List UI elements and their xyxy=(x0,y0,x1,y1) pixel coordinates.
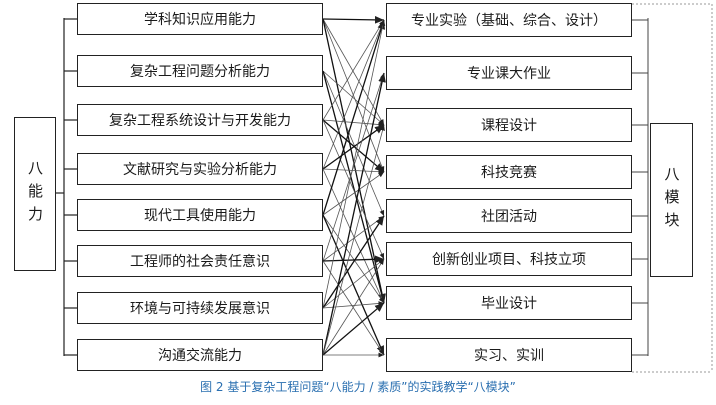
connection-arrow xyxy=(322,70,385,217)
eight-modules-label: 八模块 xyxy=(662,165,681,235)
module-box-6: 创新创业项目、科技立项 xyxy=(386,242,632,276)
connection-arrow xyxy=(322,214,385,356)
ability-label: 学科知识应用能力 xyxy=(144,12,256,28)
connection-arrow xyxy=(322,302,385,356)
connection-arrow xyxy=(322,18,386,304)
connection-arrow xyxy=(322,260,385,356)
module-box-7: 毕业设计 xyxy=(386,286,632,320)
connection-arrow xyxy=(322,19,385,170)
module-label: 专业实验（基础、综合、设计） xyxy=(411,13,607,29)
ability-label: 工程师的社会责任意识 xyxy=(130,254,270,270)
module-label: 科技竞赛 xyxy=(481,165,537,181)
module-box-4: 科技竞赛 xyxy=(386,155,632,189)
ability-label: 环境与可持续发展意识 xyxy=(130,301,270,317)
ability-label: 复杂工程问题分析能力 xyxy=(130,64,270,80)
connection-arrow xyxy=(322,124,385,170)
figure-caption: 图 2 基于复杂工程问题“八能力 / 素质”的实践教学“八模块” xyxy=(200,380,516,394)
connection-arrow xyxy=(322,19,386,309)
module-label: 专业课大作业 xyxy=(467,66,551,82)
connection-arrow xyxy=(322,19,386,216)
connection-arrow xyxy=(322,124,385,356)
ability-box-6: 工程师的社会责任意识 xyxy=(77,245,323,277)
ability-box-1: 学科知识应用能力 xyxy=(77,3,323,35)
ability-label: 文献研究与实验分析能力 xyxy=(123,162,277,178)
module-label: 社团活动 xyxy=(481,209,537,225)
connection-arrow xyxy=(322,15,385,24)
connection-arrow xyxy=(322,119,385,127)
ability-label: 沟通交流能力 xyxy=(158,348,242,364)
module-box-5: 社团活动 xyxy=(386,199,632,233)
ability-label: 现代工具使用能力 xyxy=(144,208,256,224)
connection-arrow xyxy=(322,258,385,356)
ability-box-7: 环境与可持续发展意识 xyxy=(77,292,323,324)
module-box-3: 课程设计 xyxy=(386,108,632,142)
connection-arrow xyxy=(322,18,385,126)
module-box-8: 实习、实训 xyxy=(386,338,632,372)
connection-arrow xyxy=(322,171,385,216)
module-box-1: 专业实验（基础、综合、设计） xyxy=(386,3,632,37)
module-label: 实习、实训 xyxy=(474,348,544,364)
eight-modules-box: 八模块 xyxy=(650,123,693,277)
connection-arrow xyxy=(322,258,385,309)
module-label: 创新创业项目、科技立项 xyxy=(432,252,586,268)
ability-label: 复杂工程系统设计与开发能力 xyxy=(109,113,291,129)
module-label: 毕业设计 xyxy=(481,296,537,312)
connection-arrow xyxy=(322,70,385,126)
ability-box-4: 文献研究与实验分析能力 xyxy=(77,153,323,185)
eight-abilities-label: 八能力 xyxy=(26,159,44,229)
connection-arrow xyxy=(322,70,386,304)
connection-arrow xyxy=(322,168,385,175)
module-label: 课程设计 xyxy=(481,118,537,134)
connection-arrow xyxy=(322,215,385,309)
ability-box-2: 复杂工程问题分析能力 xyxy=(77,55,323,87)
eight-abilities-box: 八能力 xyxy=(14,117,56,271)
connection-arrow xyxy=(322,19,385,121)
connection-arrow xyxy=(322,168,385,304)
ability-box-3: 复杂工程系统设计与开发能力 xyxy=(77,104,323,136)
connection-arrow xyxy=(322,72,385,262)
module-box-2: 专业课大作业 xyxy=(386,56,632,90)
ability-box-5: 现代工具使用能力 xyxy=(77,199,323,231)
ability-box-8: 沟通交流能力 xyxy=(77,339,323,371)
connection-arrow xyxy=(322,72,386,356)
